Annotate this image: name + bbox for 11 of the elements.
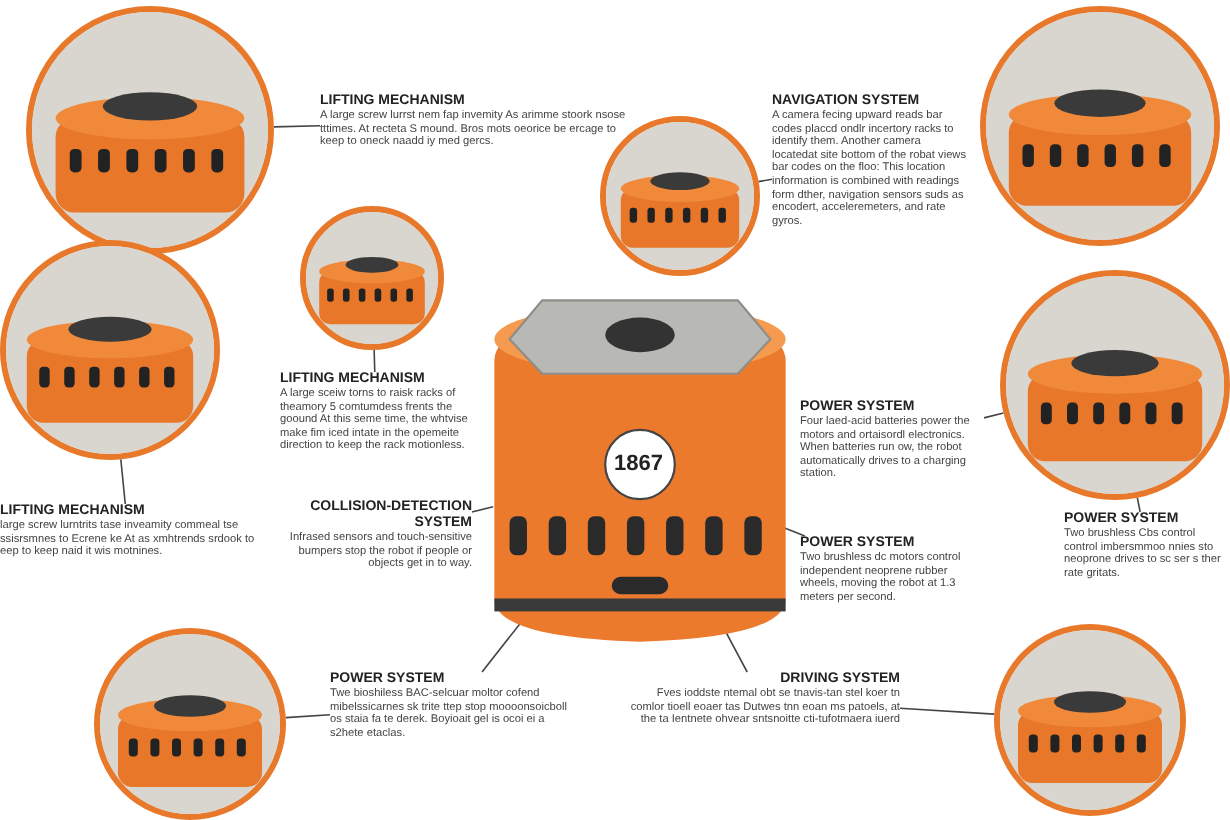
- leader-line: [471, 505, 494, 513]
- leader-line: [120, 458, 127, 505]
- leader-line: [273, 124, 321, 128]
- leader-line: [899, 707, 995, 715]
- leader-line: [757, 178, 773, 183]
- leader-line: [373, 349, 376, 373]
- leader-line: [285, 713, 331, 719]
- leader-line: [1136, 497, 1141, 513]
- id-number: 1867: [614, 452, 663, 476]
- leader-line: [983, 412, 1005, 419]
- leader-line: [781, 526, 806, 537]
